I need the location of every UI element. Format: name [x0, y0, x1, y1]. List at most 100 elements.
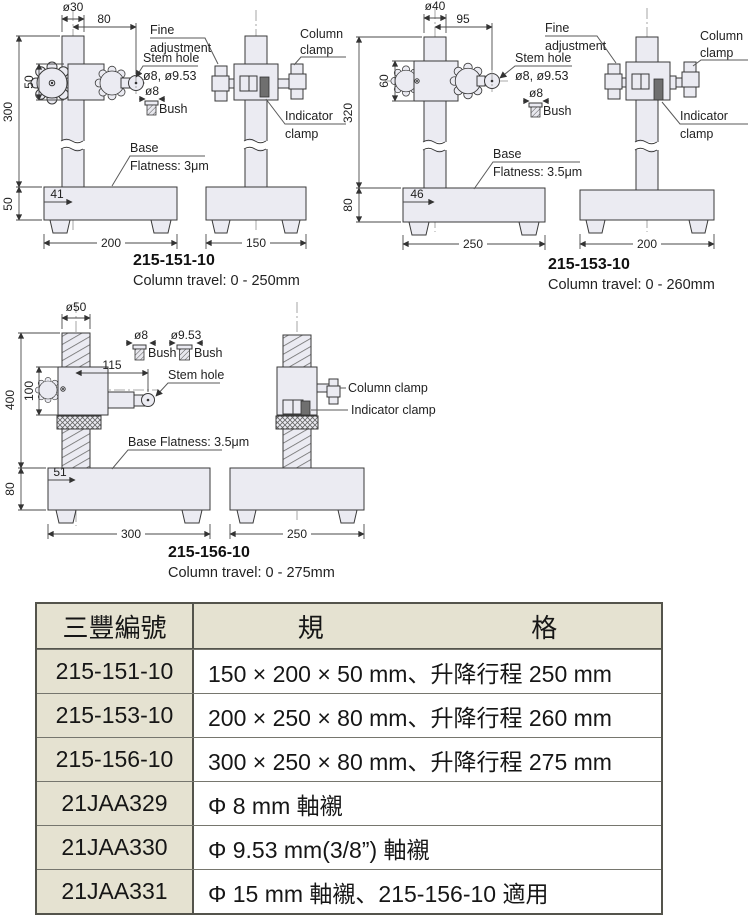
callout-labels: ø8 Bush ø9.53 Bush Stem hole Base Flatne… — [111, 328, 249, 470]
model-number-cell: 215-153-10 — [37, 694, 194, 737]
spiral-column — [61, 428, 91, 469]
spec-cell: Φ 8 mm 軸襯 — [194, 782, 661, 825]
foot — [55, 509, 77, 524]
svg-text:ø8, ø9.53: ø8, ø9.53 — [515, 69, 569, 83]
dim-offset: 41 — [50, 187, 64, 201]
dim-base-depth: 250 — [287, 527, 307, 541]
dim-base-width: 250 — [463, 237, 483, 251]
dim-column-diameter: ø30 — [63, 0, 84, 14]
base-label: Base — [493, 147, 522, 161]
bush8-glyph — [134, 348, 145, 361]
dim-offset: 46 — [410, 187, 424, 201]
table-row: 215-156-10 300 × 250 × 80 mm、升降行程 275 mm — [37, 737, 661, 781]
dimensions: ø30 80 50 300 50 41 200 — [1, 0, 178, 250]
arm — [107, 391, 135, 409]
knurled-ring — [56, 415, 102, 430]
svg-text:clamp: clamp — [680, 127, 713, 141]
column-clamp-label: Column — [300, 27, 343, 41]
dim-column-height: 320 — [341, 103, 355, 123]
column-travel: Column travel: 0 - 260mm — [548, 277, 715, 293]
spiral-column — [61, 332, 91, 368]
spec-cell: 150 × 200 × 50 mm、升降行程 250 mm — [194, 650, 661, 693]
head-block — [625, 61, 671, 101]
bush-label: Bush — [543, 104, 572, 118]
model-number: 215-156-10 — [168, 544, 250, 561]
model-number-cell: 21JAA329 — [37, 782, 194, 825]
spec-table: 三豐編號 規 格 215-151-10 150 × 200 × 50 mm、升降… — [35, 602, 663, 915]
column-clamp-knob — [328, 378, 339, 387]
spec-cell: 300 × 250 × 80 mm、升降行程 275 mm — [194, 738, 661, 781]
indicator-clamp-label: Indicator clamp — [351, 403, 436, 417]
table-row: 21JAA329 Φ 8 mm 軸襯 — [37, 781, 661, 825]
bush-glyph — [530, 106, 541, 118]
column-travel: Column travel: 0 - 250mm — [133, 273, 300, 289]
dim-arm: 115 — [102, 358, 121, 372]
svg-text:adjustment: adjustment — [545, 39, 607, 53]
bush-glyph — [146, 104, 157, 116]
foot — [688, 219, 709, 234]
figure-215-153-10-drawing: ø40 95 60 320 80 46 250 — [341, 0, 748, 251]
column — [61, 35, 85, 188]
base — [402, 187, 546, 223]
figure2-caption: 215-153-10 Column travel: 0 - 260mm — [548, 256, 715, 293]
dim-arm: 80 — [97, 12, 111, 26]
stem-hole-label: Stem hole — [168, 368, 224, 382]
base — [229, 467, 365, 511]
indicator-clamp-knurl — [300, 400, 311, 416]
spec-header-char2: 格 — [531, 612, 558, 643]
bush8-diameter-label: ø8 — [134, 328, 148, 342]
bush8-label: Bush — [148, 346, 177, 360]
svg-text:clamp: clamp — [700, 46, 733, 60]
indicator-clamp-knurl — [653, 78, 664, 101]
base-label: Base — [130, 141, 159, 155]
table-row: 21JAA330 Φ 9.53 mm(3/8”) 軸襯 — [37, 825, 661, 869]
spec-header-char1: 規 — [297, 612, 324, 643]
column-clamp-knob — [290, 63, 304, 75]
spiral-column — [282, 428, 312, 469]
bush953-label: Bush — [194, 346, 223, 360]
dim-base-width: 200 — [101, 236, 121, 250]
callout-labels: Fine adjustment Stem hole ø8, ø9.53 ø8 B… — [111, 23, 346, 187]
dim-head-height: 100 — [22, 381, 36, 401]
model-number-cell: 21JAA330 — [37, 826, 194, 869]
figure-215-156-10-drawing: ø50 115 100 400 80 51 300 ø8 Bush ø9.53 … — [3, 300, 436, 541]
dim-base-depth: 200 — [637, 237, 657, 251]
dim-column-diameter: ø50 — [66, 300, 87, 314]
table-header-row: 三豐編號 規 格 — [37, 604, 661, 649]
fine-adjustment-label: Fine — [150, 23, 174, 37]
indicator-clamp-knurl — [259, 76, 270, 98]
spec-cell: Φ 15 mm 軸襯、215-156-10 適用 — [194, 870, 661, 913]
side-view: 150 — [205, 10, 307, 250]
column-clamp-knob — [683, 61, 697, 73]
front-view — [35, 302, 211, 526]
fine-adjust-knob — [607, 63, 621, 75]
side-view: 250 Column clamp Indicator clamp — [229, 302, 436, 541]
svg-text:clamp: clamp — [300, 43, 333, 57]
svg-text:Flatness: 3.5μm: Flatness: 3.5μm — [493, 165, 582, 179]
column — [635, 36, 659, 191]
column — [244, 35, 268, 188]
spec-header: 規 格 — [194, 604, 661, 648]
fine-adjustment-label: Fine — [545, 21, 569, 35]
foot — [236, 509, 257, 524]
dimensions: ø40 95 60 320 80 46 250 — [341, 0, 546, 251]
spiral-column — [282, 334, 312, 368]
table-row: 21JAA331 Φ 15 mm 軸襯、215-156-10 適用 — [37, 869, 661, 913]
svg-text:Flatness: 3μm: Flatness: 3μm — [130, 159, 209, 173]
side-view: 200 — [579, 8, 715, 251]
front-view — [385, 8, 546, 236]
dim-offset: 51 — [53, 465, 67, 479]
figure1-caption: 215-151-10 Column travel: 0 - 250mm — [133, 252, 300, 289]
stem-hole-label: Stem hole — [515, 51, 571, 65]
model-number-cell: 21JAA331 — [37, 870, 194, 913]
dim-base-width: 300 — [121, 527, 141, 541]
head-block — [233, 63, 279, 101]
column-clamp-label: Column — [700, 29, 743, 43]
dim-base-depth: 150 — [246, 236, 266, 250]
spec-cell: 200 × 250 × 80 mm、升降行程 260 mm — [194, 694, 661, 737]
callout-labels: Fine adjustment Stem hole ø8, ø9.53 ø8 B… — [473, 21, 748, 190]
svg-text:clamp: clamp — [285, 127, 318, 141]
model-number: 215-151-10 — [133, 252, 215, 269]
arm — [476, 75, 486, 87]
